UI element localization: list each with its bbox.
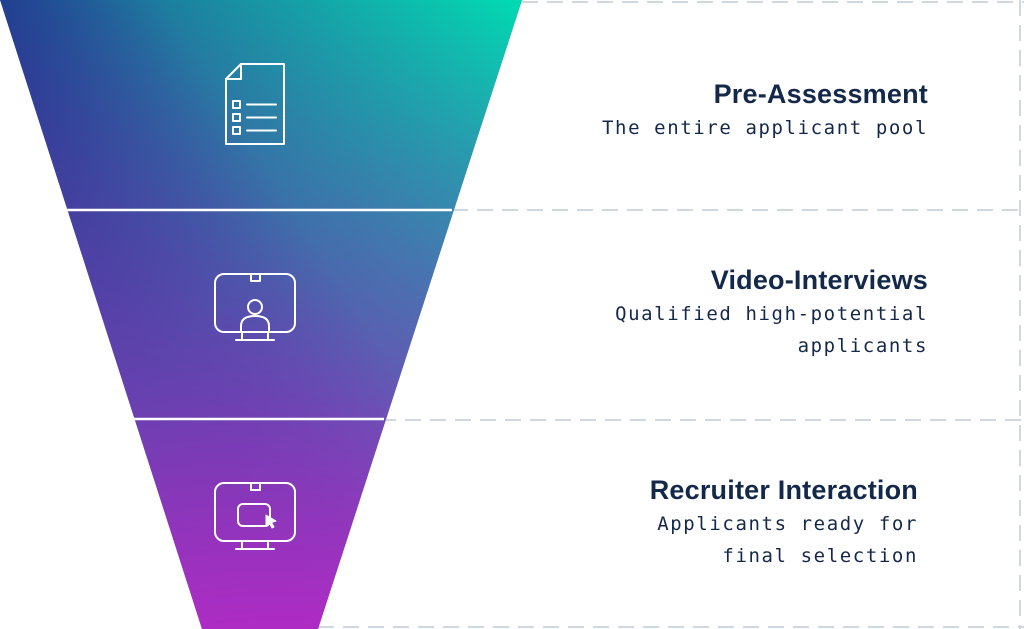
stage-description: Qualified high-potential applicants <box>615 303 928 357</box>
stage-description: Applicants ready for final selection <box>657 513 918 567</box>
stage-recruiter-interaction: Recruiter Interaction Applicants ready f… <box>650 474 918 572</box>
funnel-purple-overlay <box>0 0 522 629</box>
funnel-body <box>0 0 522 629</box>
stage-description: The entire applicant pool <box>602 117 928 139</box>
stage-title: Recruiter Interaction <box>649 475 918 505</box>
dashed-guides <box>318 0 1024 629</box>
document-list-icon <box>225 63 285 145</box>
stage-pre-assessment: Pre-Assessment The entire applicant pool <box>602 78 928 144</box>
funnel-separators <box>67 208 452 421</box>
stage-title: Video-Interviews <box>710 265 928 295</box>
video-call-person-icon <box>214 273 296 341</box>
screen-cursor-icon <box>214 482 296 550</box>
stage-video-interviews: Video-Interviews Qualified high-potentia… <box>615 264 928 362</box>
stage-title: Pre-Assessment <box>713 79 928 109</box>
